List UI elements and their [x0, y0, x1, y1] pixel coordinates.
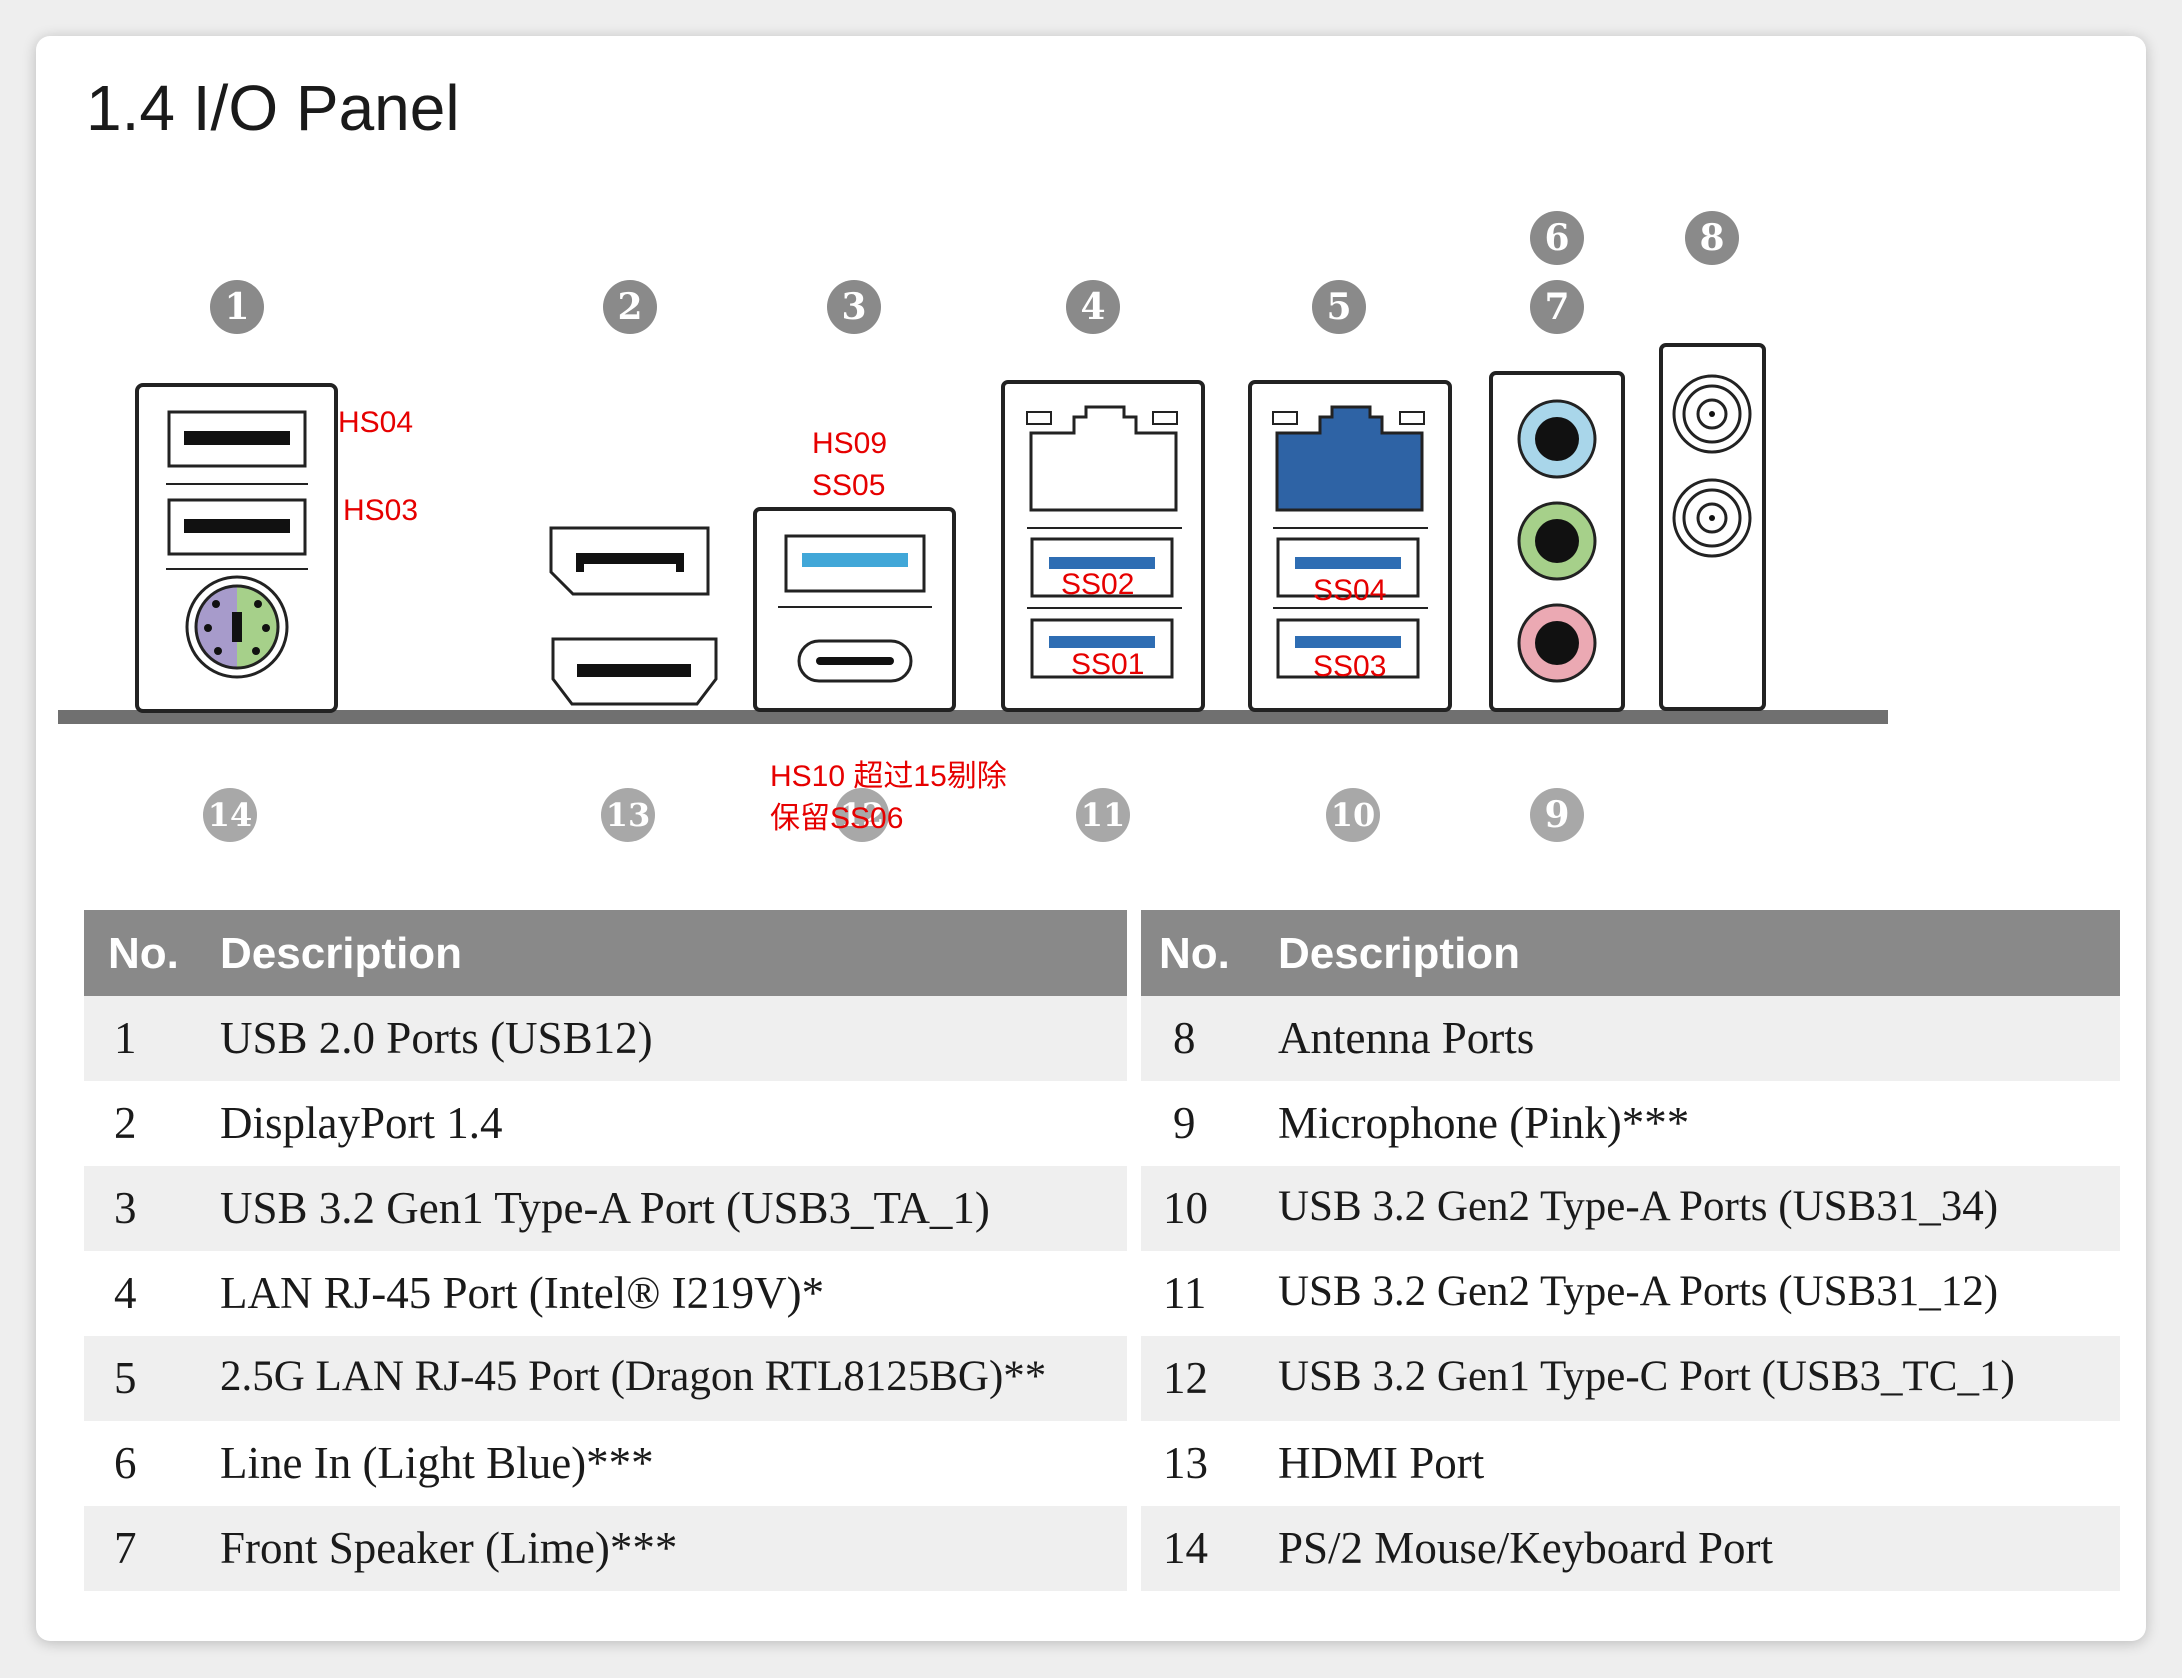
page-title: 1.4 I/O Panel [86, 72, 460, 144]
usb3-gen1-port-group [753, 507, 956, 712]
table-row: 8 Antenna Ports [1141, 996, 2120, 1081]
callout-14: 14 [203, 788, 257, 842]
displayport-icon [549, 526, 710, 596]
annotation-ss01: SS01 [1071, 648, 1145, 681]
row-no: 2 [114, 1098, 137, 1148]
annotation-ss02: SS02 [1061, 568, 1135, 601]
row-description: Antenna Ports [1278, 1013, 1535, 1063]
annotation-ss04: SS04 [1313, 574, 1387, 607]
table-row: 3 USB 3.2 Gen1 Type-A Port (USB3_TA_1) [84, 1166, 1127, 1251]
table-header: No. Description [84, 910, 1127, 996]
header-description: Description [1278, 929, 1521, 978]
row-no: 10 [1163, 1183, 1208, 1233]
lan2-usb-port-group [1248, 380, 1452, 712]
callout-1: 1 [210, 280, 264, 334]
table-row: 9 Microphone (Pink)*** [1141, 1081, 2120, 1166]
callout-5: 5 [1312, 280, 1366, 334]
row-description: USB 2.0 Ports (USB12) [220, 1013, 653, 1063]
annotation-ss05: SS05 [812, 469, 886, 502]
callout-6: 6 [1530, 211, 1584, 265]
annotation-hs03: HS03 [343, 494, 419, 527]
row-no: 14 [1163, 1523, 1208, 1573]
row-description: Front Speaker (Lime)*** [220, 1523, 678, 1573]
row-no: 6 [114, 1438, 137, 1488]
callout-3: 3 [827, 280, 881, 334]
annotation-hs10-line2: 保留SS06 [770, 802, 904, 835]
table-header: No. Description [1141, 910, 2120, 996]
table-row: 2 DisplayPort 1.4 [84, 1081, 1127, 1166]
table-row: 4 LAN RJ-45 Port (Intel® I219V)* [84, 1251, 1127, 1336]
row-description: HDMI Port [1278, 1438, 1485, 1488]
annotation-hs10-line1: HS10 超过15剔除 [770, 760, 1007, 793]
header-no: No. [1159, 929, 1230, 978]
table-row: 14 PS/2 Mouse/Keyboard Port [1141, 1506, 2120, 1591]
row-no: 4 [114, 1268, 137, 1318]
row-no: 5 [114, 1353, 137, 1403]
header-description: Description [220, 929, 463, 978]
row-description: 2.5G LAN RJ-45 Port (Dragon RTL8125BG)** [220, 1353, 1047, 1400]
row-no: 12 [1163, 1353, 1208, 1403]
row-no: 11 [1163, 1268, 1207, 1318]
row-description: DisplayPort 1.4 [220, 1098, 503, 1148]
row-description: PS/2 Mouse/Keyboard Port [1278, 1523, 1773, 1573]
row-description: USB 3.2 Gen2 Type-A Ports (USB31_34) [1278, 1183, 1999, 1230]
table-row: 10 USB 3.2 Gen2 Type-A Ports (USB31_34) [1141, 1166, 2120, 1251]
row-no: 8 [1173, 1013, 1196, 1063]
table-row: 7 Front Speaker (Lime)*** [84, 1506, 1127, 1591]
callout-9: 9 [1530, 788, 1584, 842]
row-no: 3 [114, 1183, 137, 1233]
table-row: 12 USB 3.2 Gen1 Type-C Port (USB3_TC_1) [1141, 1336, 2120, 1421]
callout-12: 12 [835, 788, 889, 842]
antenna-port-group [1659, 343, 1766, 711]
row-no: 7 [114, 1523, 137, 1573]
annotation-hs09: HS09 [812, 427, 888, 460]
table-row: 11 USB 3.2 Gen2 Type-A Ports (USB31_12) [1141, 1251, 2120, 1336]
callout-13: 13 [601, 788, 655, 842]
callout-10: 10 [1326, 788, 1380, 842]
row-no: 13 [1163, 1438, 1208, 1488]
audio-jack-group [1489, 371, 1625, 712]
ps2-port-icon [185, 575, 289, 679]
row-description: USB 3.2 Gen1 Type-A Port (USB3_TA_1) [220, 1183, 990, 1233]
table-row: 6 Line In (Light Blue)*** [84, 1421, 1127, 1506]
panel-base-bar [58, 710, 1888, 724]
row-description: Line In (Light Blue)*** [220, 1438, 654, 1488]
table-row: 1 USB 2.0 Ports (USB12) [84, 996, 1127, 1081]
header-no: No. [108, 929, 179, 978]
callout-2: 2 [603, 280, 657, 334]
table-row: 13 HDMI Port [1141, 1421, 2120, 1506]
row-no: 9 [1173, 1098, 1196, 1148]
callout-4: 4 [1066, 280, 1120, 334]
annotation-ss03: SS03 [1313, 650, 1387, 683]
hdmi-port-icon [551, 637, 718, 706]
usb2-ps2-port-group [135, 383, 338, 713]
row-description: USB 3.2 Gen1 Type-C Port (USB3_TC_1) [1278, 1353, 2015, 1400]
callout-7: 7 [1530, 280, 1584, 334]
lan1-usb-port-group [1001, 380, 1205, 712]
row-description: USB 3.2 Gen2 Type-A Ports (USB31_12) [1278, 1268, 1999, 1315]
callout-11: 11 [1076, 788, 1130, 842]
row-description: Microphone (Pink)*** [1278, 1098, 1690, 1148]
row-description: LAN RJ-45 Port (Intel® I219V)* [220, 1268, 825, 1318]
table-row: 5 2.5G LAN RJ-45 Port (Dragon RTL8125BG)… [84, 1336, 1127, 1421]
row-no: 1 [114, 1013, 137, 1063]
callout-8: 8 [1685, 211, 1739, 265]
io-panel-diagram [58, 343, 1888, 724]
annotation-hs04: HS04 [338, 406, 414, 439]
